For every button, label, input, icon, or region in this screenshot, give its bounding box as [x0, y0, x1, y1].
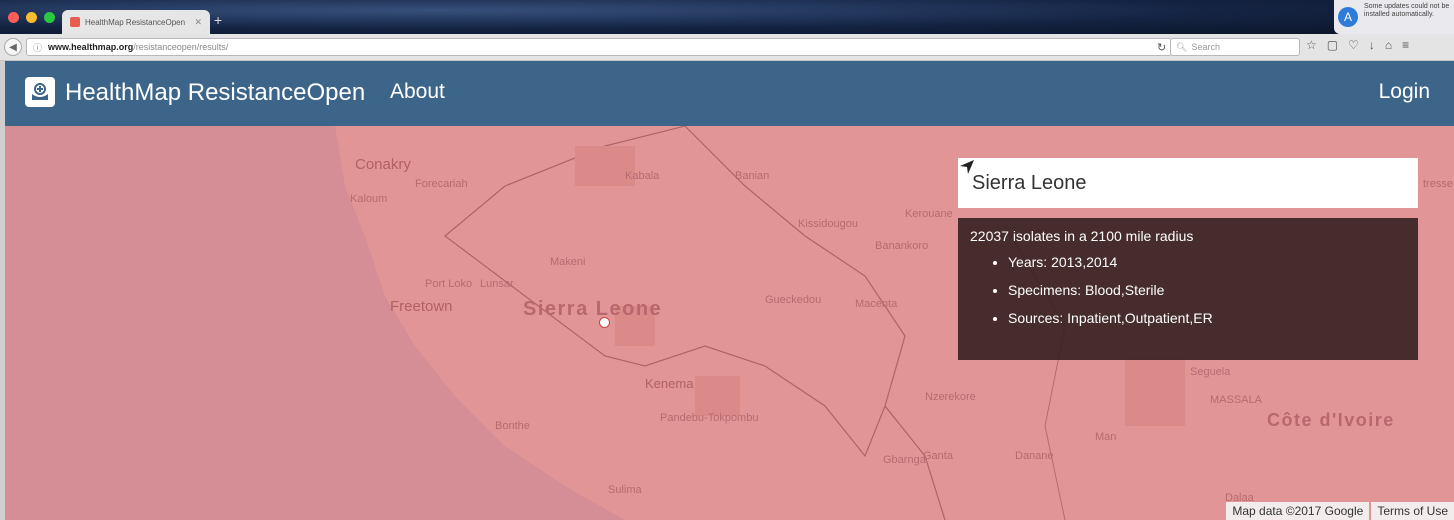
browser-toolbar: ◀ ⓘ www.healthmap.org/resistanceopen/res…	[0, 34, 1454, 61]
window-controls	[8, 12, 55, 23]
map-label-makeni: Makeni	[550, 256, 586, 268]
close-window-button[interactable]	[8, 12, 19, 23]
address-bar[interactable]: ⓘ www.healthmap.org/resistanceopen/resul…	[26, 38, 1172, 56]
library-icon[interactable]: ▢	[1326, 38, 1339, 52]
terms-of-use-link[interactable]: Terms of Use	[1371, 502, 1454, 520]
tab-close-icon[interactable]: ✕	[194, 16, 202, 27]
list-item: Sources: Inpatient,Outpatient,ER	[1008, 310, 1406, 326]
app-header: HealthMap ResistanceOpen About Login	[5, 61, 1454, 126]
reload-icon[interactable]: ↻	[1157, 41, 1167, 54]
login-link[interactable]: Login	[1378, 80, 1430, 103]
map-label-macenta: Macenta	[855, 298, 898, 310]
map-label-kaloum: Kaloum	[350, 193, 388, 205]
isolates-details-list: Years: 2013,2014 Specimens: Blood,Steril…	[970, 254, 1406, 326]
browser-tab-bar: HealthMap ResistanceOpen ✕ + A Some upda…	[0, 0, 1454, 34]
locate-arrow-icon[interactable]	[960, 160, 1406, 194]
map-label-gueckedou: Gueckedou	[765, 294, 822, 306]
map-label-kenema: Kenema	[645, 376, 694, 391]
nav-about-link[interactable]: About	[390, 80, 445, 103]
map-label-seguela: Seguela	[1190, 366, 1231, 378]
back-button[interactable]: ◀	[4, 38, 22, 56]
info-icon[interactable]: ⓘ	[33, 42, 43, 53]
url-path: /resistanceopen/results/	[133, 42, 229, 52]
url-domain: www.healthmap.org	[48, 42, 134, 52]
list-item: Years: 2013,2014	[1008, 254, 1406, 270]
map-label-sierra-leone: Sierra Leone	[523, 298, 663, 320]
healthmap-logo-icon[interactable]	[25, 77, 55, 107]
menu-icon[interactable]: ≡	[1402, 38, 1410, 52]
map-label-cote-divoire: Côte d'Ivoire	[1267, 410, 1395, 430]
map-label-pandebu: Pandebu-Tokpombu	[660, 412, 759, 424]
home-icon[interactable]: ⌂	[1384, 38, 1393, 52]
map-data-credit[interactable]: Map data ©2017 Google	[1226, 502, 1370, 520]
map-label-banankoro: Banankoro	[875, 240, 929, 252]
map-label-gbarnga: Gbarnga	[883, 454, 926, 466]
app-store-icon: A	[1338, 7, 1358, 27]
search-placeholder: Search	[1191, 42, 1220, 52]
map-label-massala: MASSALA	[1210, 394, 1262, 406]
update-notification[interactable]: A Some updates could not be installed au…	[1334, 0, 1454, 34]
map-label-freetown: Freetown	[390, 298, 453, 315]
map-label-tresse: tresse	[1423, 178, 1453, 190]
browser-search-field[interactable]: 🔍︎ Search	[1170, 38, 1300, 56]
map-label-kissidougou: Kissidougou	[798, 218, 858, 230]
pocket-icon[interactable]: ♡	[1348, 38, 1359, 52]
location-search-box	[958, 158, 1418, 208]
tab-title: HealthMap ResistanceOpen	[85, 17, 186, 27]
maximize-window-button[interactable]	[44, 12, 55, 23]
search-icon: 🔍︎	[1176, 41, 1188, 52]
location-marker[interactable]	[599, 317, 610, 328]
minimize-window-button[interactable]	[26, 12, 37, 23]
notification-text: Some updates could not be installed auto…	[1364, 3, 1450, 18]
bookmark-star-icon[interactable]: ☆	[1306, 38, 1317, 52]
isolates-summary: 22037 isolates in a 2100 mile radius	[970, 228, 1194, 244]
location-search-input[interactable]	[970, 170, 1384, 196]
browser-tools: ☆ ▢ ♡ ↓ ⌂ ≡	[1306, 38, 1409, 52]
map-label-kabala: Kabala	[625, 170, 660, 182]
list-item: Specimens: Blood,Sterile	[1008, 282, 1406, 298]
map-attribution: Map data ©2017 Google Terms of Use	[1226, 502, 1454, 520]
map-label-bonthe: Bonthe	[495, 420, 530, 432]
download-icon[interactable]: ↓	[1368, 38, 1375, 52]
map-label-man: Man	[1095, 431, 1117, 443]
map-label-kerouane: Kerouane	[905, 208, 953, 220]
map-label-forecariah: Forecariah	[415, 178, 468, 190]
favicon-icon	[70, 17, 80, 27]
map-label-port-loko: Port Loko	[425, 278, 473, 290]
isolates-info-panel: 22037 isolates in a 2100 mile radius Yea…	[958, 218, 1418, 360]
map-label-banian: Banian	[735, 170, 770, 182]
map-label-conakry: Conakry	[355, 156, 411, 173]
browser-tab[interactable]: HealthMap ResistanceOpen ✕	[62, 10, 210, 34]
new-tab-button[interactable]: +	[214, 12, 223, 28]
map-label-sulima: Sulima	[608, 484, 642, 496]
map-label-ganta: Ganta	[923, 450, 953, 462]
map-view[interactable]: Conakry Forecariah Kaloum Kabala Banian …	[5, 126, 1454, 520]
map-label-danane: Danane	[1015, 450, 1054, 462]
map-label-lunsar: Lunsar	[480, 278, 514, 290]
brand-title[interactable]: HealthMap ResistanceOpen	[65, 79, 366, 106]
map-label-nzerekore: Nzerekore	[925, 391, 976, 403]
